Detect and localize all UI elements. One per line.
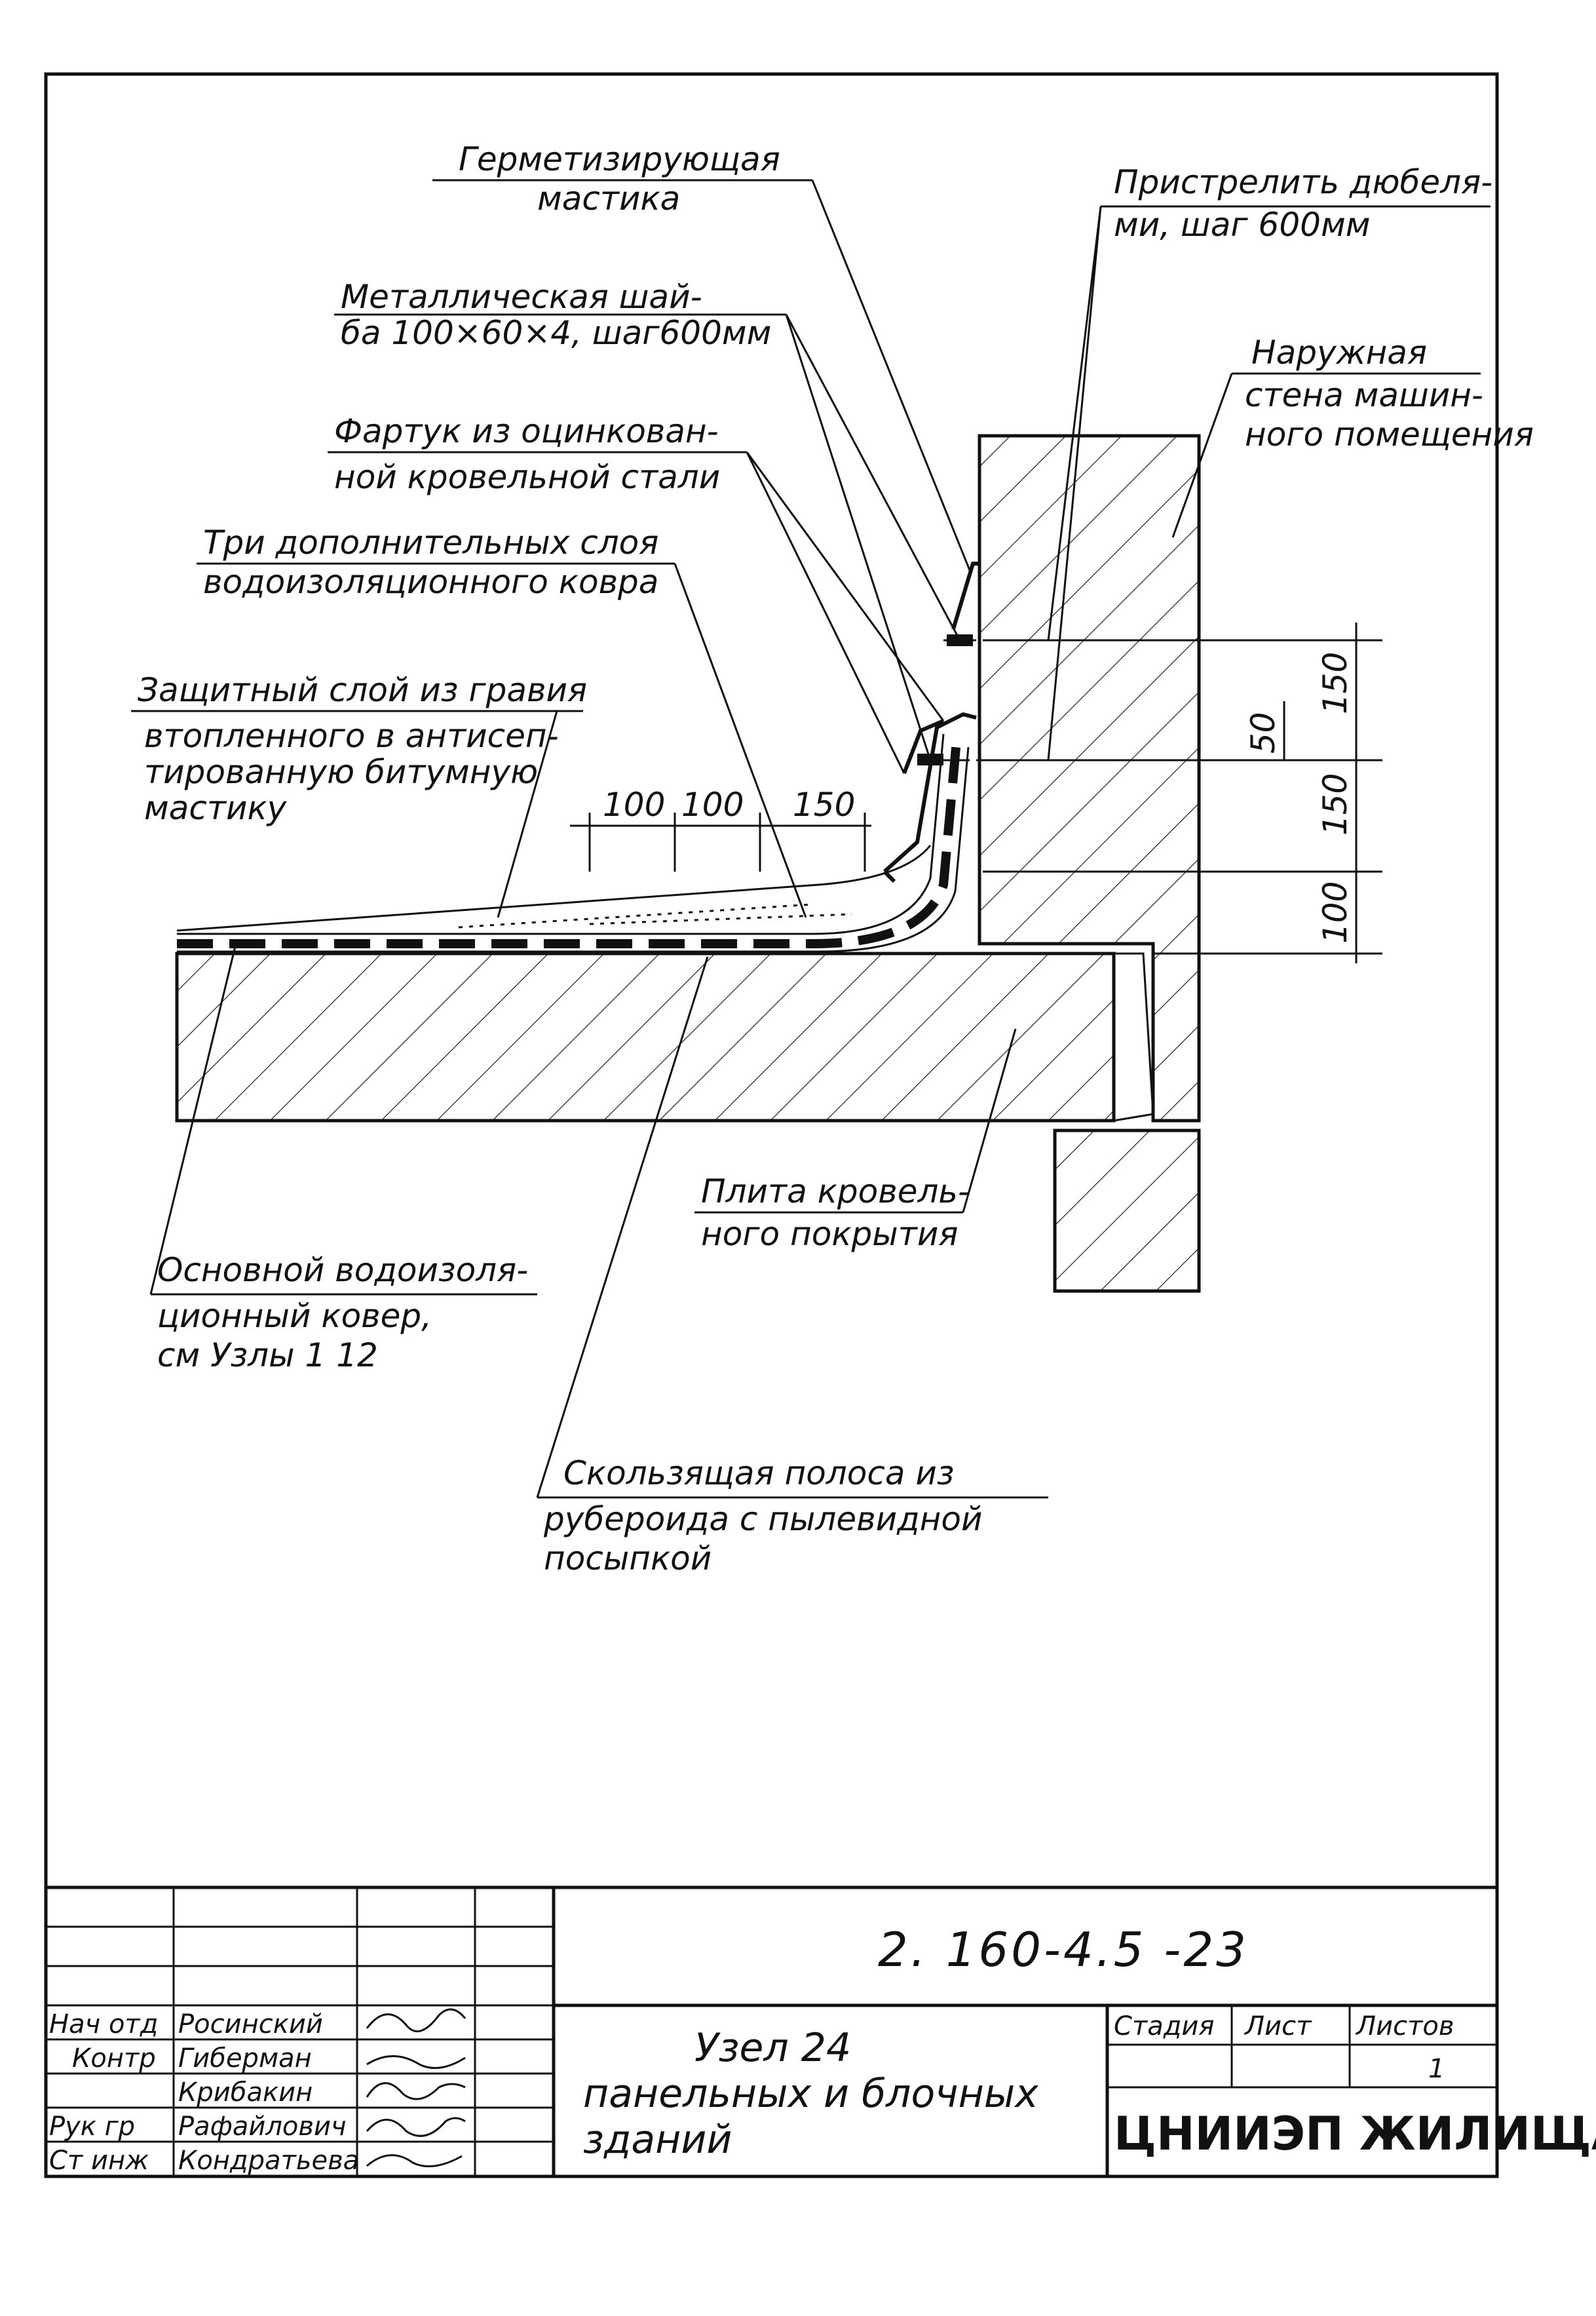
- dimensions: 100 100 150 150 50 150 100: [570, 623, 1382, 963]
- label-main-carpet-3: см Узлы 1 12: [157, 1336, 378, 1374]
- label-extra-layers-1: Три дополнительных слоя: [203, 524, 658, 562]
- sealing-mastic: [951, 562, 979, 630]
- dim-v-100: 100: [1316, 881, 1354, 944]
- label-washer-1: Металлическая шай-: [341, 278, 702, 316]
- sheets-header: Листов: [1355, 2011, 1454, 2041]
- signature-2: [366, 2055, 466, 2070]
- label-roof-slab-2: ного покрытия: [701, 1215, 958, 1253]
- apron: [883, 712, 977, 874]
- roof-slab: [175, 952, 1116, 1123]
- label-outer-wall-1: Наружная: [1251, 334, 1427, 372]
- label-sliding-2: рубероида с пылевидной: [543, 1500, 982, 1538]
- signature-5: [366, 2154, 463, 2168]
- name-4: Рафайлович: [178, 2112, 347, 2142]
- waterproofing-layers: [177, 740, 961, 948]
- label-roof-slab-1: Плита кровель-: [701, 1172, 970, 1210]
- label-dowel-2: ми, шаг 600мм: [1114, 206, 1370, 244]
- signature-1: [366, 2008, 466, 2032]
- label-outer-wall-3: ного помещения: [1245, 415, 1534, 454]
- roof-junction-detail: [175, 434, 1201, 1293]
- title-line-3: зданий: [583, 2117, 732, 2163]
- label-sealing-mastic-1: Герметизирующая: [459, 140, 780, 178]
- name-1: Росинский: [178, 2009, 323, 2039]
- role-4: Рук гр: [49, 2112, 135, 2142]
- dim-h-3: 150: [793, 786, 855, 824]
- label-washer-2: ба 100×60×4, шаг600мм: [341, 314, 771, 352]
- dim-h-1: 100: [603, 786, 665, 824]
- label-gravel-3: тированную битумную: [144, 753, 538, 791]
- role-2: Контр: [72, 2043, 156, 2074]
- label-gravel-4: мастику: [144, 789, 288, 827]
- organization: ЦНИИЭП ЖИЛИЩА: [1114, 2107, 1596, 2161]
- label-gravel-2: втопленного в антисеп-: [144, 717, 559, 755]
- label-gravel-1: Защитный слой из гравия: [138, 671, 587, 709]
- label-sliding-3: посыпкой: [544, 1539, 712, 1577]
- label-main-carpet-2: ционный ковер,: [157, 1297, 432, 1335]
- name-5: Кондратьева: [178, 2146, 359, 2176]
- role-5: Ст инж: [49, 2146, 149, 2176]
- slab-support: [1113, 952, 1154, 1122]
- label-apron-2: ной кровельной стали: [334, 458, 720, 496]
- sheet-header: Лист: [1244, 2011, 1312, 2041]
- signature-3: [366, 2082, 466, 2100]
- label-apron-1: Фартук из оцинкован-: [334, 412, 719, 450]
- label-outer-wall-2: стена машин-: [1245, 376, 1483, 414]
- signature-4: [366, 2117, 466, 2137]
- dim-v-150-upper: 150: [1316, 652, 1354, 714]
- drawing-frame: [44, 72, 1499, 2178]
- dim-v-150-lower: 150: [1316, 773, 1354, 836]
- label-extra-layers-2: водоизоляционного ковра: [203, 563, 658, 601]
- label-dowel-1: Пристрелить дюбеля-: [1114, 163, 1492, 201]
- label-sliding-1: Скользящая полоса из: [563, 1454, 954, 1492]
- gravel-layer: [176, 845, 932, 932]
- title-line-1: Узел 24: [694, 2025, 851, 2071]
- role-1: Нач отд: [49, 2009, 158, 2039]
- title-block: 2. 160-4.5 -23 Узел 24 панельных и блочн…: [46, 1885, 1596, 2176]
- name-3: Крибакин: [178, 2077, 313, 2108]
- label-main-carpet-1: Основной водоизоля-: [157, 1251, 528, 1289]
- dim-h-2: 100: [681, 786, 744, 824]
- labels: Герметизирующая мастика Пристрелить дюбе…: [131, 140, 1534, 1577]
- outer-wall: [978, 434, 1201, 1123]
- name-2: Гиберман: [178, 2043, 312, 2074]
- drawing-code: 2. 160-4.5 -23: [878, 1922, 1249, 1977]
- title-line-2: панельных и блочных: [583, 2071, 1038, 2117]
- dim-v-50: 50: [1244, 712, 1282, 754]
- stage-header: Стадия: [1114, 2011, 1214, 2041]
- lower-wall-block: [1053, 1129, 1201, 1293]
- sheets-value: 1: [1428, 2054, 1445, 2084]
- label-sealing-mastic-2: мастика: [537, 180, 680, 218]
